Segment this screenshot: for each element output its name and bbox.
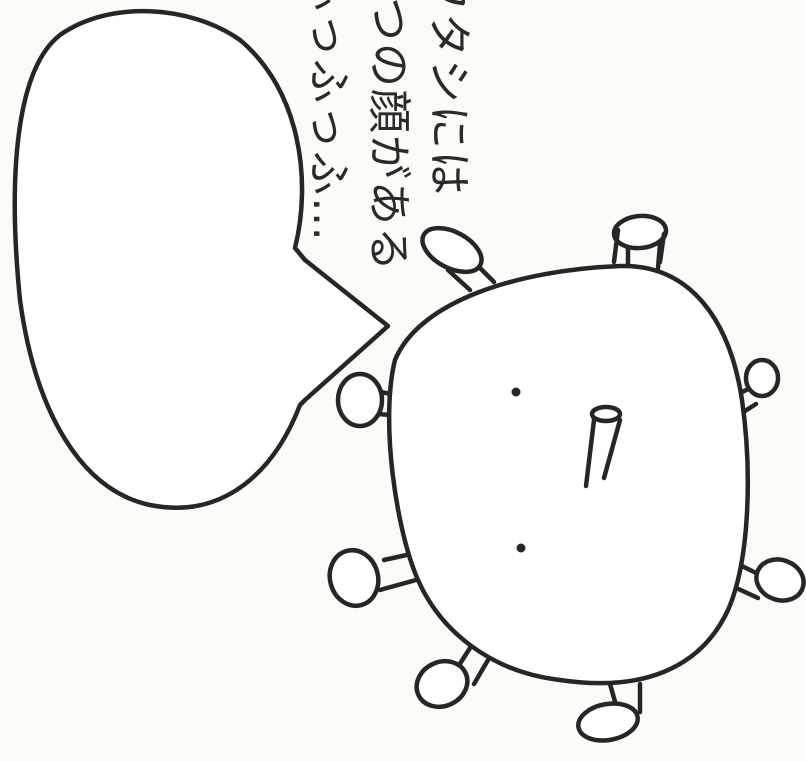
speech-line-1: ワタシには [423,0,474,197]
mouth [589,404,623,424]
speech-line-2: 3つの顔がある [363,0,414,273]
eye-right [516,543,526,553]
virus-face [511,387,623,553]
eye-left [511,387,521,397]
speech-line-3: ふっふっふ… [303,0,354,243]
virus-spikes [327,213,806,743]
speech-text: ワタシには 3つの顔がある ふっふっふ… [228,0,478,427]
speech-bubble [12,8,391,510]
virus-body [386,263,750,686]
